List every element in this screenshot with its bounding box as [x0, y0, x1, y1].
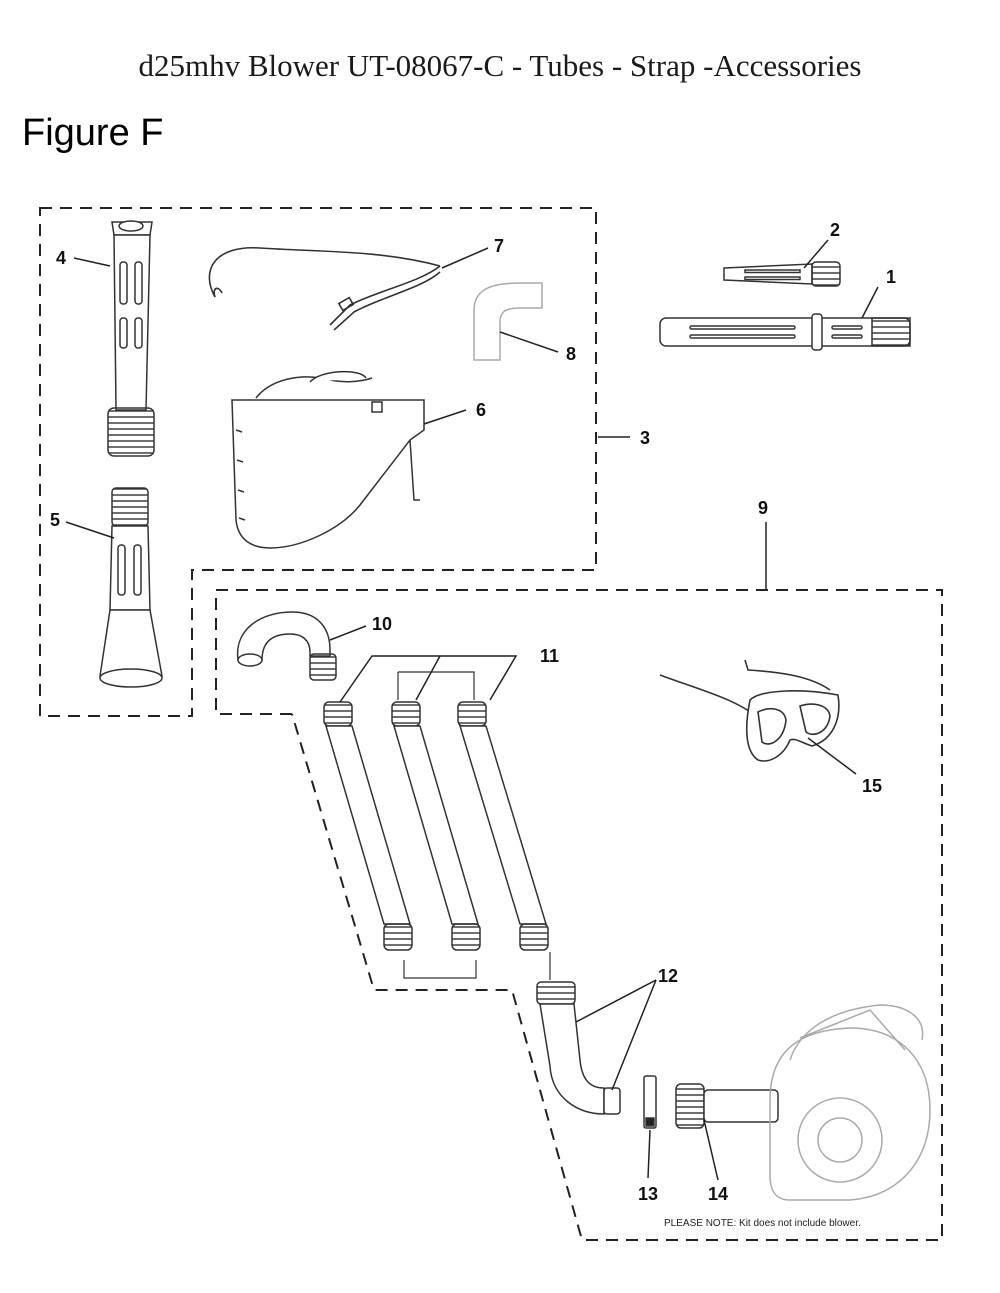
callout-4: 4 — [56, 248, 66, 268]
callout-10: 10 — [372, 614, 392, 634]
short-tube-part-2 — [723, 261, 841, 287]
callout-9: 9 — [758, 498, 768, 518]
callout-5: 5 — [50, 510, 60, 530]
kit-3-boundary — [39, 207, 597, 717]
upper-tube-part-4 — [107, 220, 155, 457]
callout-7: 7 — [494, 236, 504, 256]
callout-8: 8 — [566, 344, 576, 364]
extension-tube-part-11-c — [457, 701, 549, 951]
callout-1: 1 — [886, 267, 896, 287]
callout-6: 6 — [476, 400, 486, 420]
lower-tube-part-5 — [99, 487, 163, 688]
callout-12: 12 — [658, 966, 678, 986]
leader-lines — [65, 239, 879, 1181]
tube-panel — [397, 671, 477, 979]
collection-bag-part-6 — [231, 370, 425, 549]
long-tube-part-1 — [659, 313, 911, 351]
callout-13: 13 — [638, 1184, 658, 1204]
elbow-part-10 — [236, 611, 337, 681]
blower-outline — [769, 1004, 931, 1201]
callout-2: 2 — [830, 220, 840, 240]
clamp-ring-part-13 — [643, 1075, 657, 1129]
callout-15: 15 — [862, 776, 882, 796]
safety-glasses-part-15 — [659, 659, 840, 762]
adapter-part-14 — [675, 1083, 779, 1129]
kit-9-boundary — [215, 589, 943, 1241]
callout-11: 11 — [540, 646, 559, 666]
callout-3: 3 — [640, 428, 650, 448]
callout-14: 14 — [708, 1184, 728, 1204]
blower-note: PLEASE NOTE: Kit does not include blower… — [664, 1218, 861, 1229]
elbow-part-8 — [473, 282, 543, 361]
elbow-part-12 — [536, 981, 621, 1115]
figure-label: Figure F — [22, 112, 164, 154]
page-title: d25mhv Blower UT-08067-C - Tubes - Strap… — [138, 48, 862, 83]
extension-tube-part-11-b — [391, 701, 481, 951]
extension-tube-part-11-a — [323, 701, 413, 951]
shoulder-strap-part-7 — [208, 247, 441, 331]
